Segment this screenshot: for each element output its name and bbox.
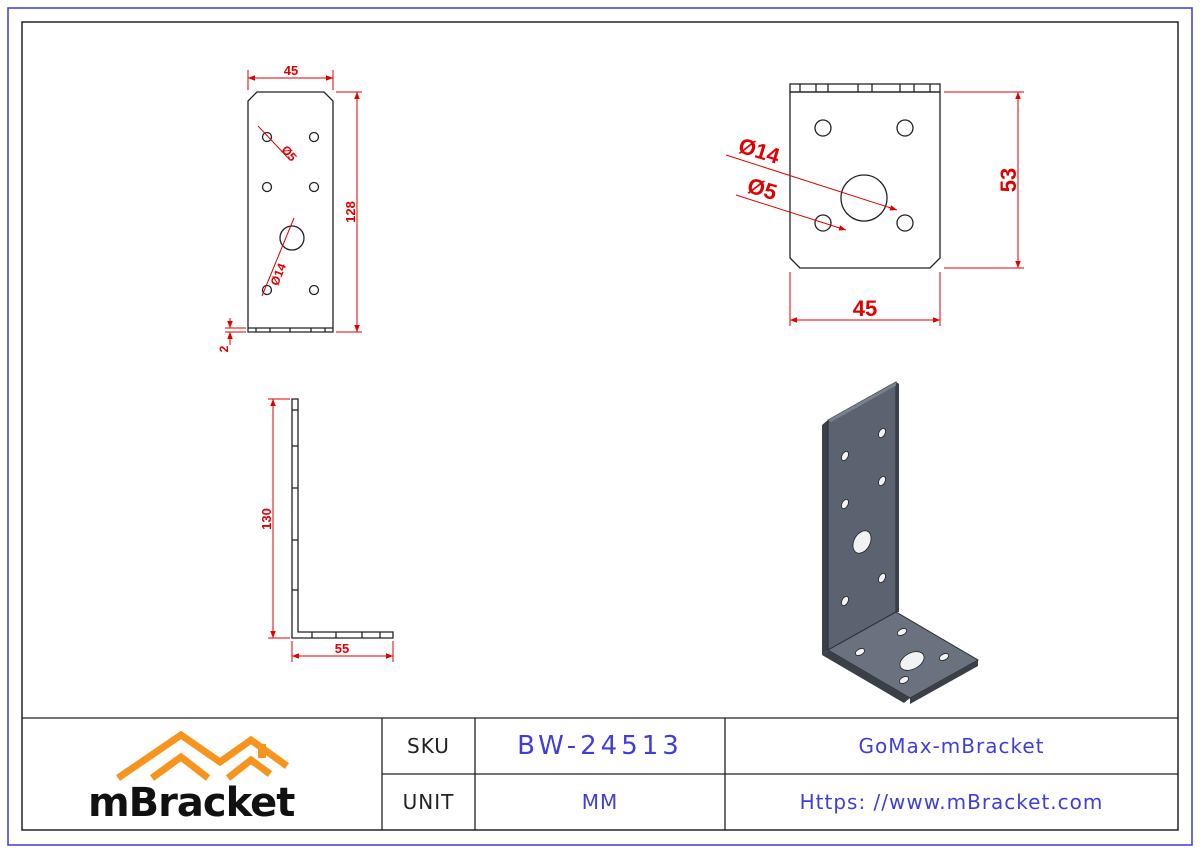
- front-height-label: 128: [343, 201, 358, 223]
- side-height-label: 130: [259, 508, 274, 530]
- website-link[interactable]: Https: //www.mBracket.com: [799, 790, 1104, 814]
- side-view-dimensions: [268, 398, 394, 662]
- front-thickness-label: 2: [217, 345, 231, 352]
- top-small-hole-label: Ø5: [744, 173, 779, 205]
- outer-border: [7, 7, 1193, 846]
- roof-logo-icon: [116, 730, 290, 781]
- top-width-label: 45: [853, 296, 877, 321]
- top-height-label: 53: [996, 168, 1021, 192]
- top-view: [789, 83, 941, 269]
- isometric-bracket: [822, 381, 980, 704]
- inner-border: [21, 21, 1179, 831]
- side-view: [291, 398, 394, 639]
- side-base-label: 55: [335, 641, 349, 656]
- unit-label: UNIT: [402, 790, 455, 814]
- front-width-label: 45: [284, 63, 298, 78]
- front-view-dimensions: [225, 70, 362, 345]
- front-small-hole-label: Ø5: [279, 143, 300, 165]
- front-large-hole-label: Ø14: [268, 261, 290, 288]
- unit-value: MM: [581, 790, 619, 814]
- sku-label: SKU: [407, 734, 450, 758]
- title-block: [22, 717, 1178, 830]
- sku-value: BW-24513: [517, 731, 683, 761]
- top-large-hole-label: Ø14: [736, 133, 784, 169]
- top-view-dimensions: [725, 91, 1024, 326]
- front-view: [247, 91, 334, 333]
- product-name: GoMax-mBracket: [858, 734, 1045, 758]
- logo-wordmark: mBracket: [88, 780, 295, 826]
